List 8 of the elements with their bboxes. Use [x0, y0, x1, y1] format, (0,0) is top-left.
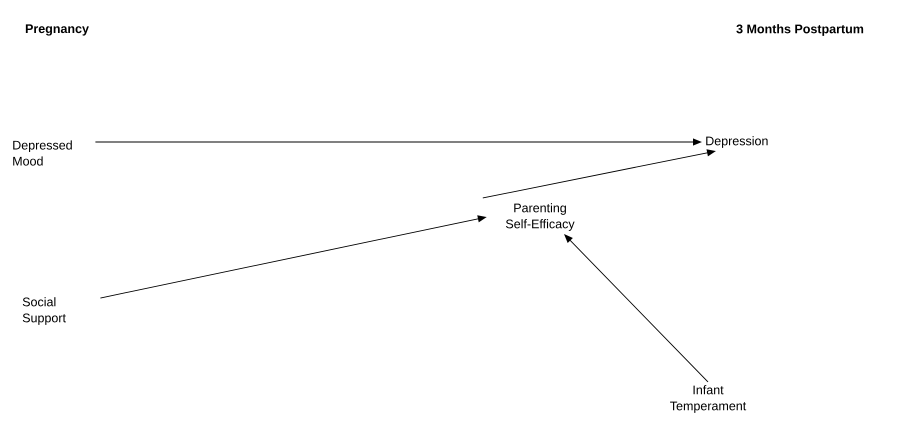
variable-label: Parenting Self-Efficacy	[506, 203, 575, 231]
arrow	[564, 234, 708, 382]
column-heading: 3 Months Postpartum	[736, 24, 864, 36]
column-heading: Pregnancy	[26, 24, 89, 36]
variable-label: Social Support	[22, 297, 66, 325]
variable-label: Depression	[706, 136, 768, 148]
variable-label: Infant Temperament	[670, 385, 746, 413]
variable-label: Depressed Mood	[13, 140, 72, 166]
